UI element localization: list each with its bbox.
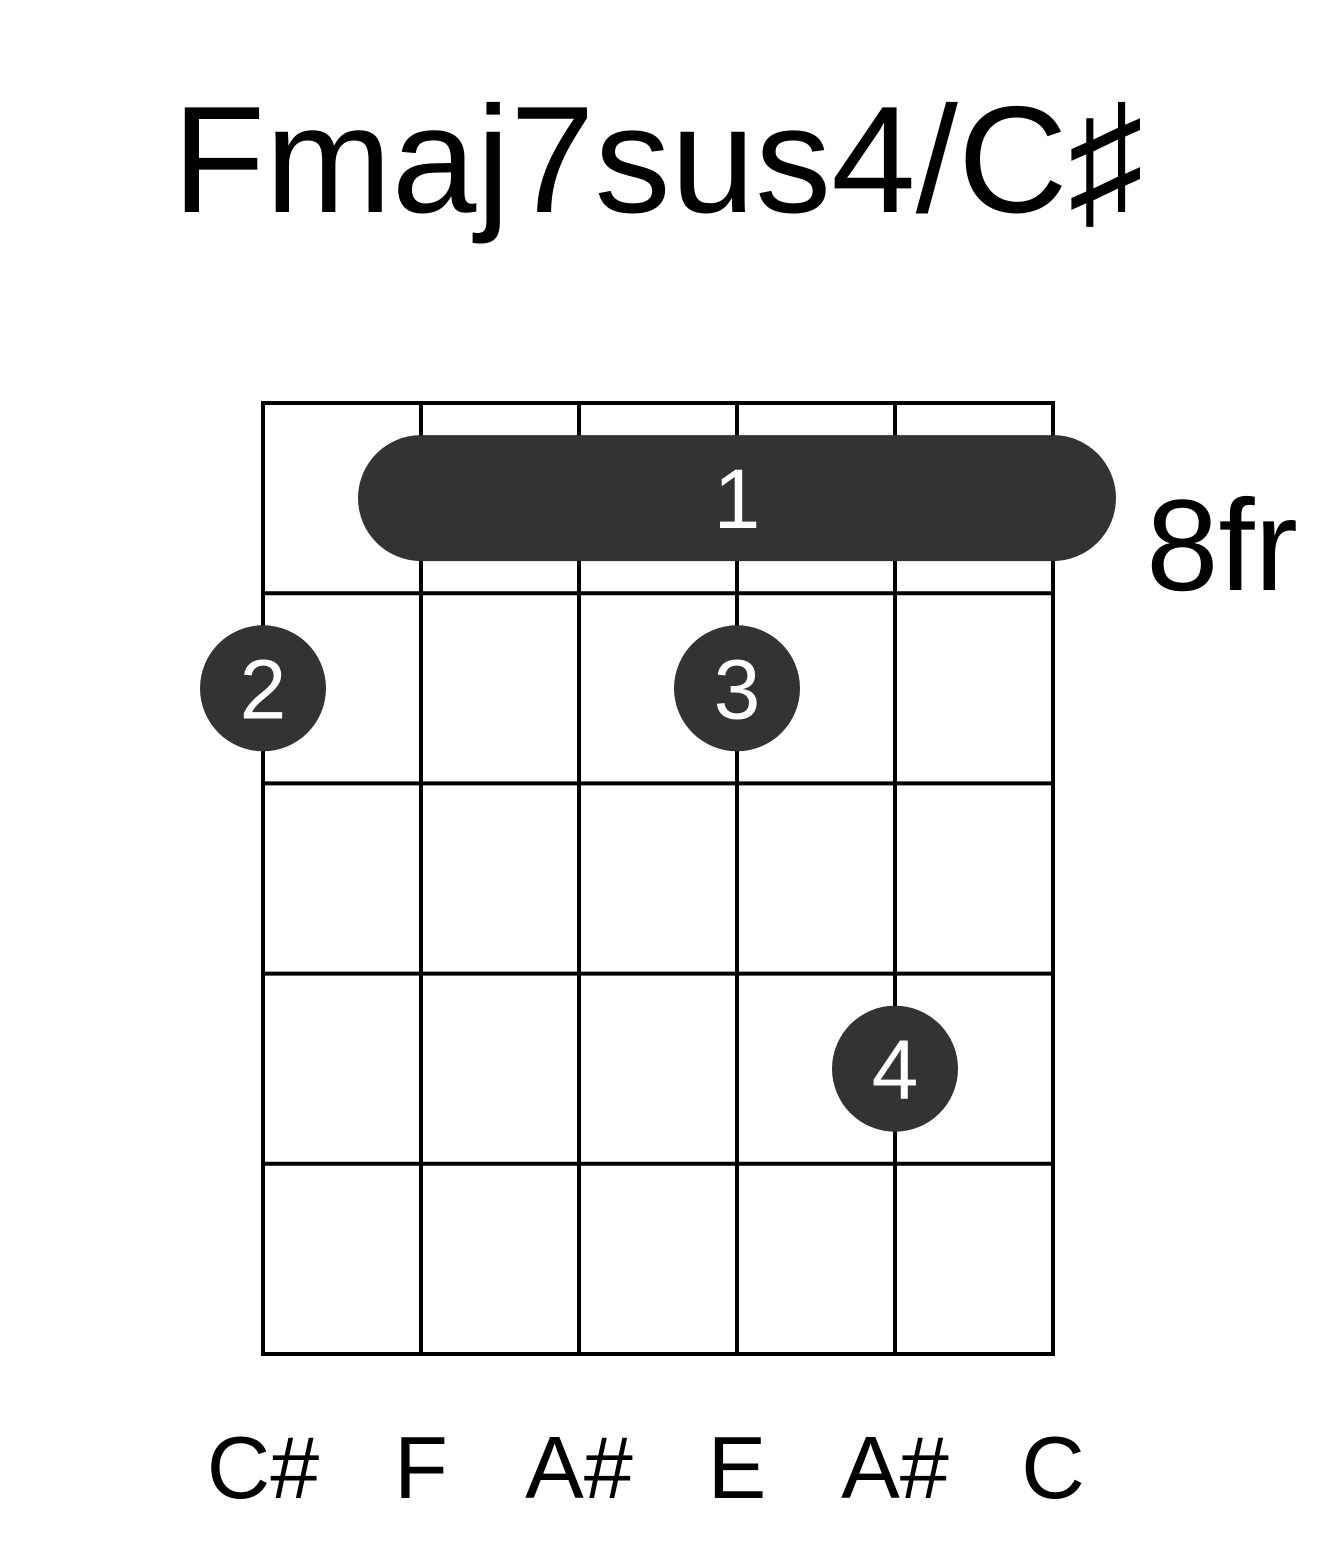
chord-title: Fmaj7sus4/C♯ [172, 75, 1143, 245]
finger-dot [200, 625, 326, 752]
barre-finger-label: 1 [714, 452, 761, 546]
finger-dot [674, 625, 800, 752]
finger-number: 3 [714, 642, 761, 736]
finger-markers: 1 2 3 4 [200, 435, 1116, 1132]
string-note-label: F [394, 1418, 448, 1517]
finger-number: 2 [240, 642, 287, 736]
string-note-label: A# [841, 1418, 949, 1517]
string-note-label: C [1021, 1418, 1085, 1517]
string-note-label: E [708, 1418, 767, 1517]
string-note-label: A# [525, 1418, 633, 1517]
string-note-label: C# [207, 1418, 320, 1517]
fret-position-label: 8fr [1146, 472, 1298, 618]
string-notes: C# F A# E A# C [207, 1418, 1085, 1517]
barre-marker [358, 435, 1116, 562]
finger-number: 4 [872, 1023, 919, 1117]
finger-dot [832, 1005, 958, 1132]
fretboard-grid [261, 401, 1055, 1356]
